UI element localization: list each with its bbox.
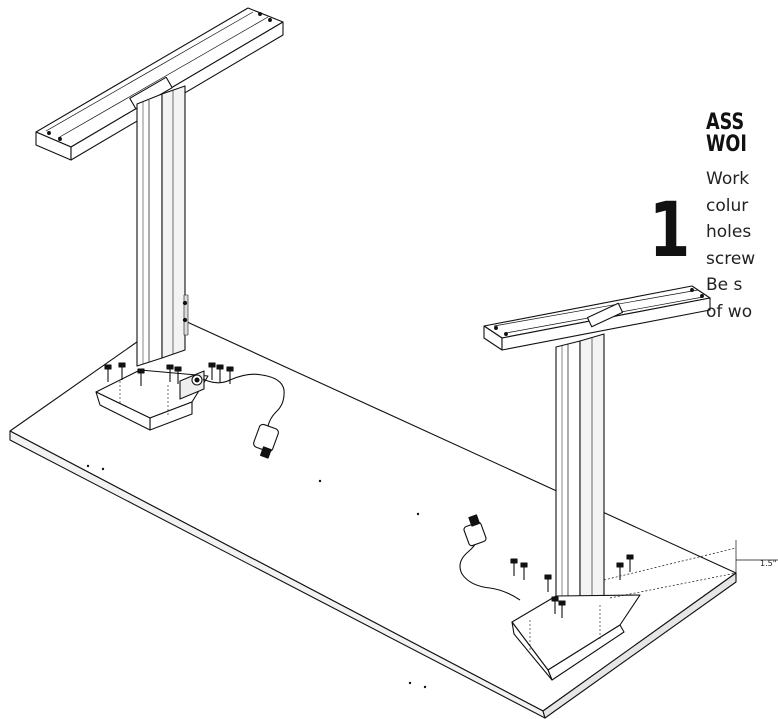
instruction-line: colur [706,195,749,216]
step-instructions: Work colur holes screw Be s of wo [706,166,755,325]
left-column [136,85,189,367]
instruction-line: of wo [706,301,753,322]
instruction-line: holes [706,222,752,242]
right-foot [511,594,641,681]
step-number: 1 [649,185,691,274]
step-title-line: ASS [706,110,745,135]
right-power-cable [459,514,521,601]
desktop-panel [9,315,737,719]
left-foot [95,369,209,431]
right-top-bracket [483,285,711,351]
left-screws [104,362,234,386]
step-title: ASS WOI [706,112,747,156]
instruction-line: Be s [706,275,743,295]
left-leg [35,7,285,459]
right-column [555,333,605,631]
pilot-holes [86,464,427,689]
left-power-cable [202,373,285,459]
instruction-line: Work [706,169,750,189]
right-leg [459,285,711,681]
edge-offset-label: 1.5" [760,559,776,568]
step-title-line: WOI [706,132,747,157]
right-screws [510,554,634,618]
instruction-line: screw [706,248,756,269]
edge-offset-dimension [603,540,778,599]
